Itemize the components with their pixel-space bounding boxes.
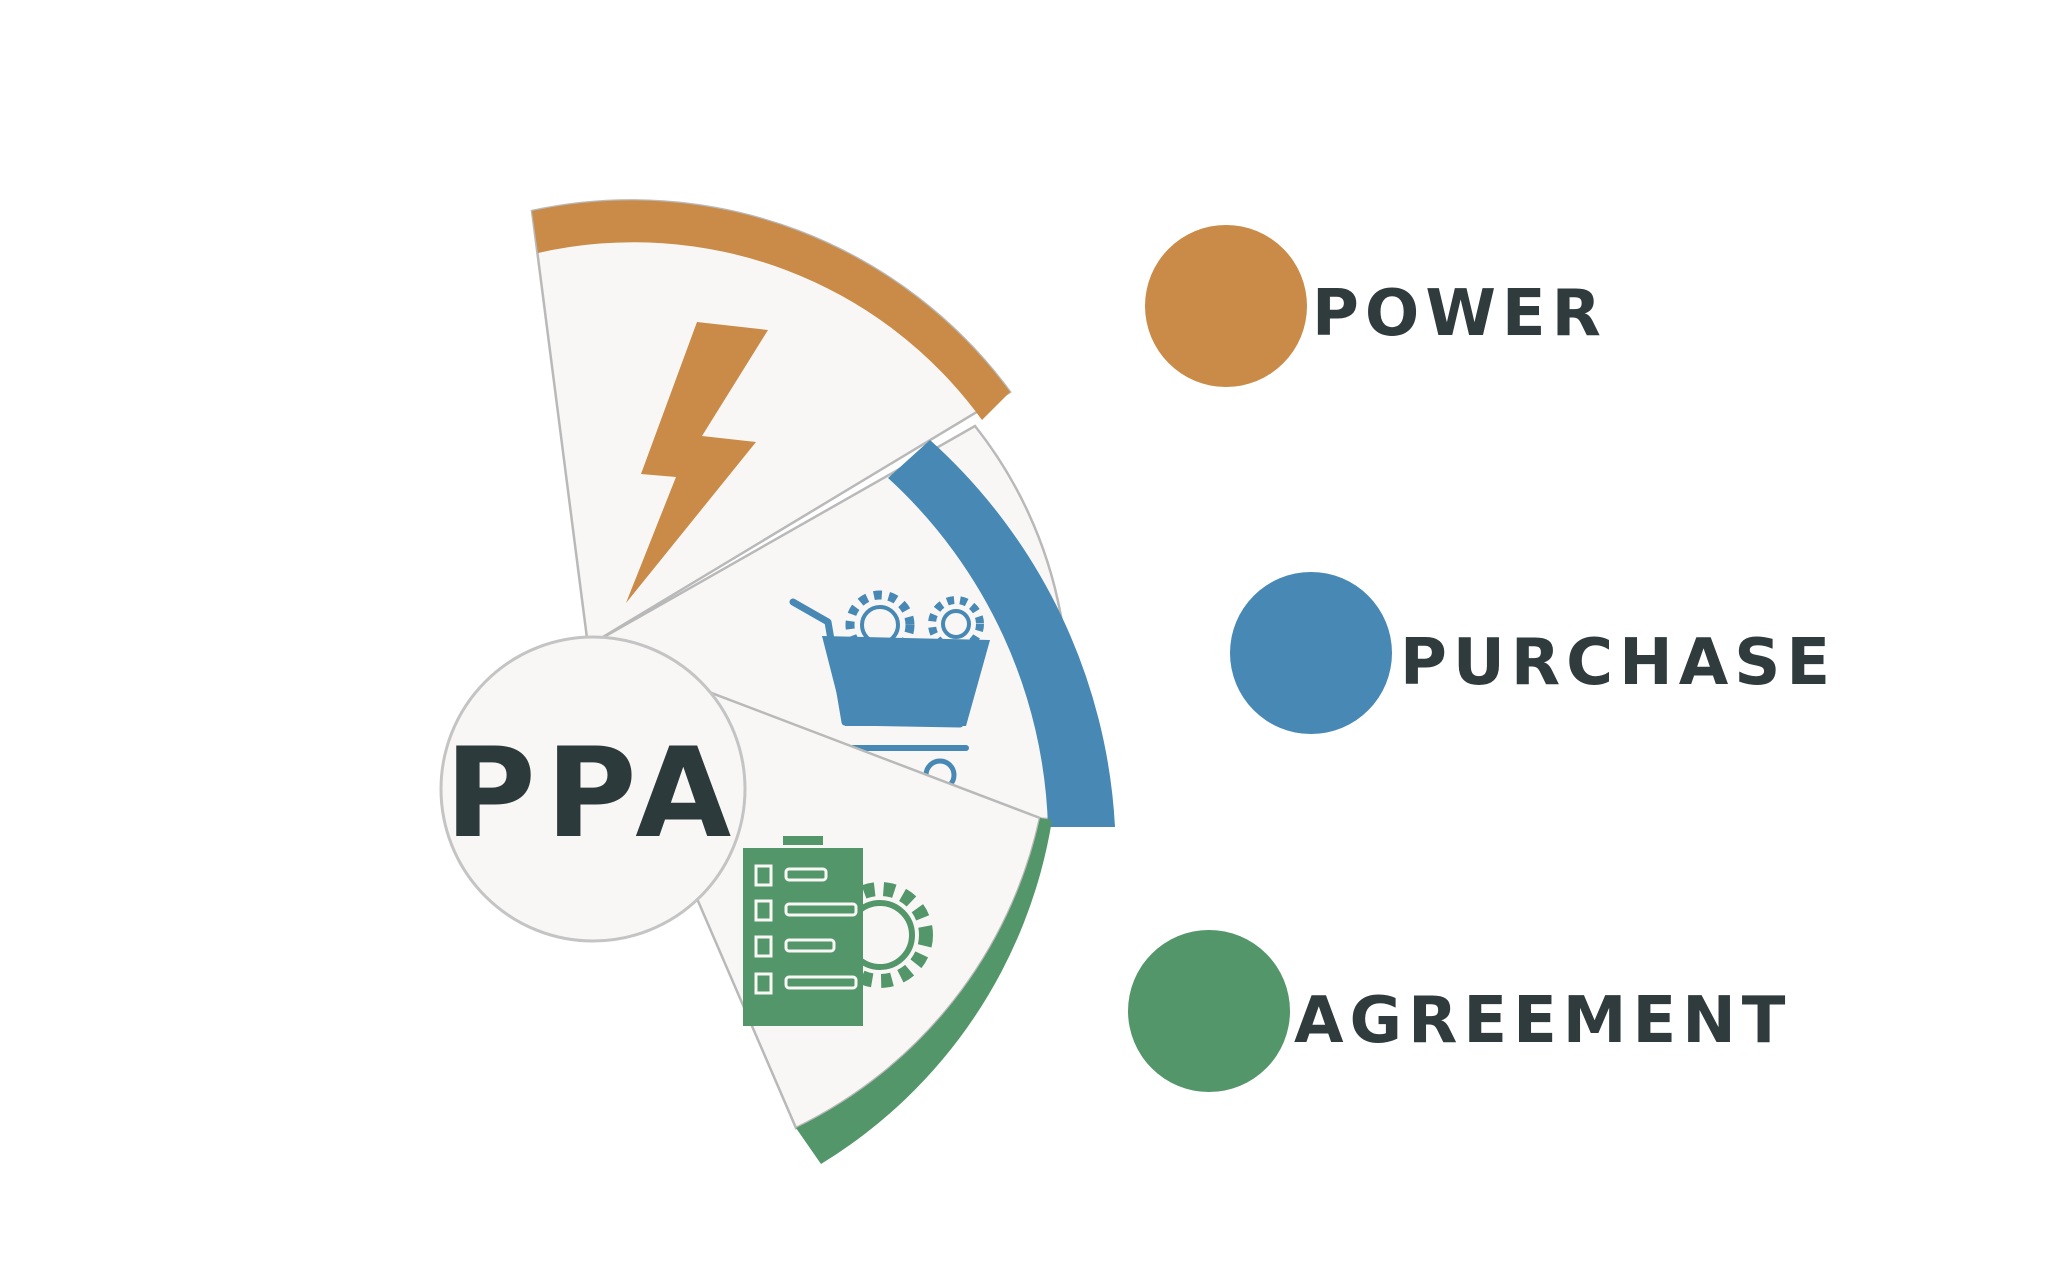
center-circle: PPA xyxy=(439,635,747,943)
purchase-label: PURCHASE xyxy=(1400,626,1836,700)
lightning-bolt-icon xyxy=(626,322,768,603)
power-label: POWER xyxy=(1312,277,1607,351)
power-dot xyxy=(1145,225,1307,387)
purchase-arc xyxy=(888,440,1115,827)
agreement-label: AGREEMENT xyxy=(1294,984,1791,1058)
agreement-dot xyxy=(1128,930,1290,1092)
power-sector xyxy=(530,199,1012,649)
purchase-dot xyxy=(1230,572,1392,734)
legend-agreement: AGREEMENT xyxy=(1128,930,1791,1092)
power-arc xyxy=(532,200,1010,420)
agreement-arc xyxy=(796,818,1052,1164)
legend-power: POWER xyxy=(1145,225,1607,387)
ppa-acronym: PPA xyxy=(445,722,741,866)
clipboard-checklist-gear-icon xyxy=(743,836,933,1026)
legend-purchase: PURCHASE xyxy=(1230,572,1836,734)
